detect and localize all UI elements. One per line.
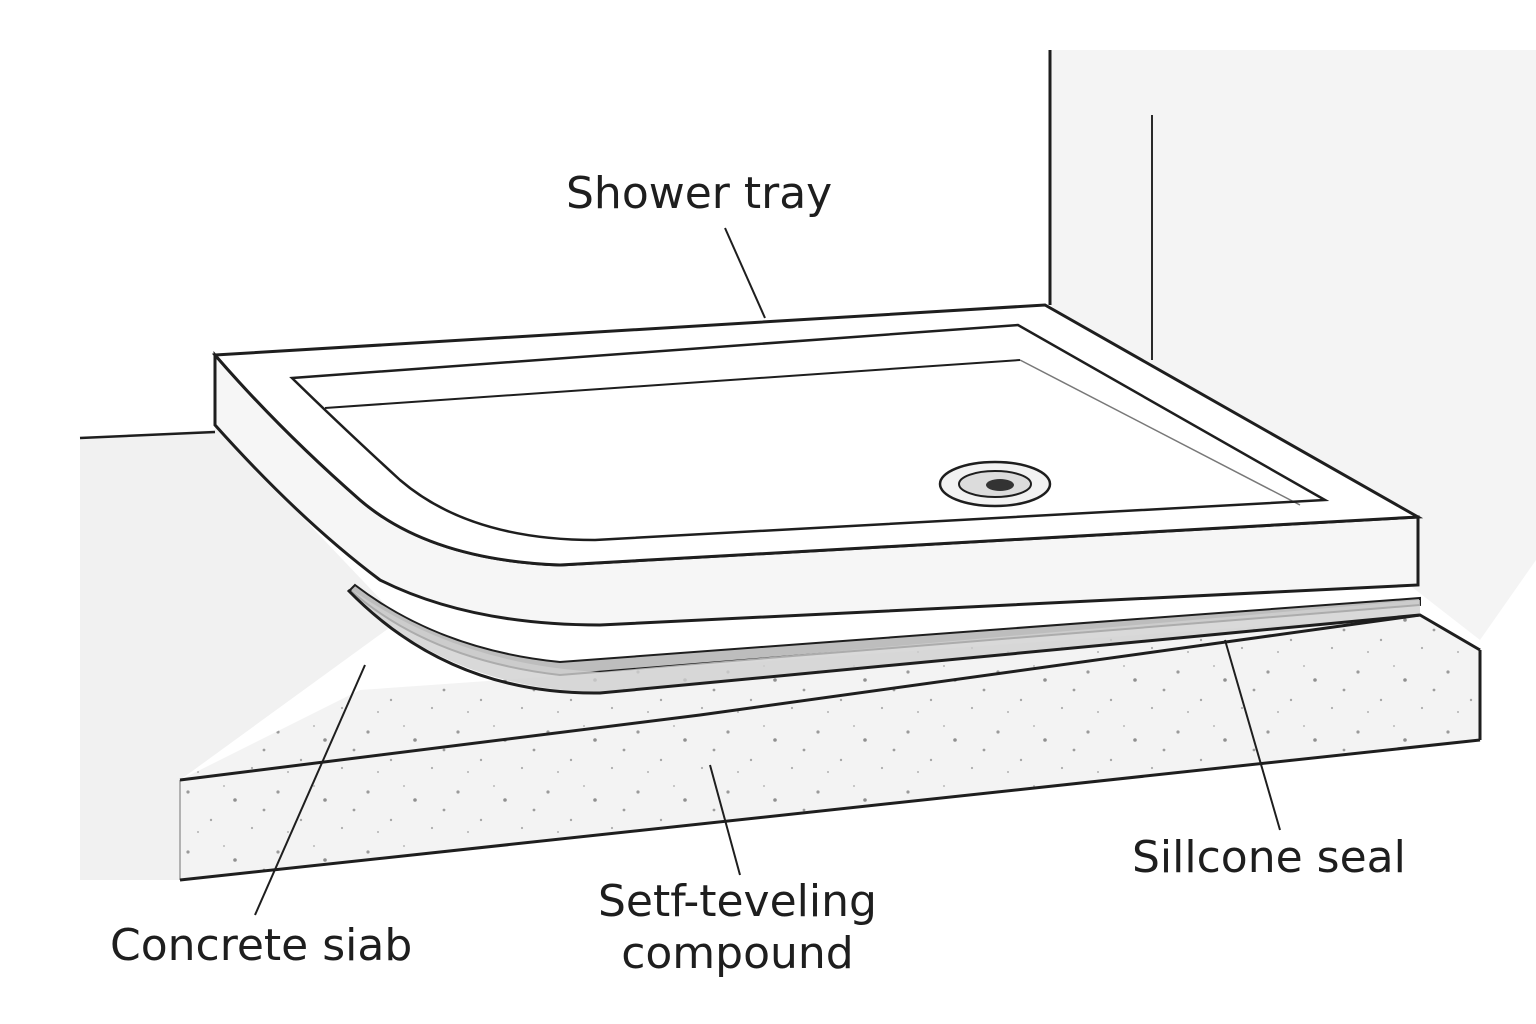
label-compound-line1: Setf-teveling	[598, 876, 877, 927]
wall	[1048, 50, 1536, 640]
leader-lines	[254, 227, 1281, 916]
drain-icon	[938, 460, 1052, 508]
label-silicone-seal: Sillcone seal	[1132, 832, 1406, 883]
leader-concrete-slab	[254, 664, 366, 916]
label-shower-tray: Shower tray	[566, 168, 833, 219]
shower-tray-shape	[211, 303, 1424, 627]
label-self-leveling-compound: Setf-teveling compound	[598, 876, 877, 980]
floor	[79, 425, 400, 880]
leader-silicone-seal	[1224, 639, 1281, 831]
silicone-seal-layer	[346, 583, 1421, 695]
leader-compound	[709, 764, 741, 876]
label-concrete-slab: Concrete siab	[110, 920, 413, 971]
leader-shower-tray	[724, 227, 766, 319]
label-compound-line2: compound	[621, 927, 854, 979]
